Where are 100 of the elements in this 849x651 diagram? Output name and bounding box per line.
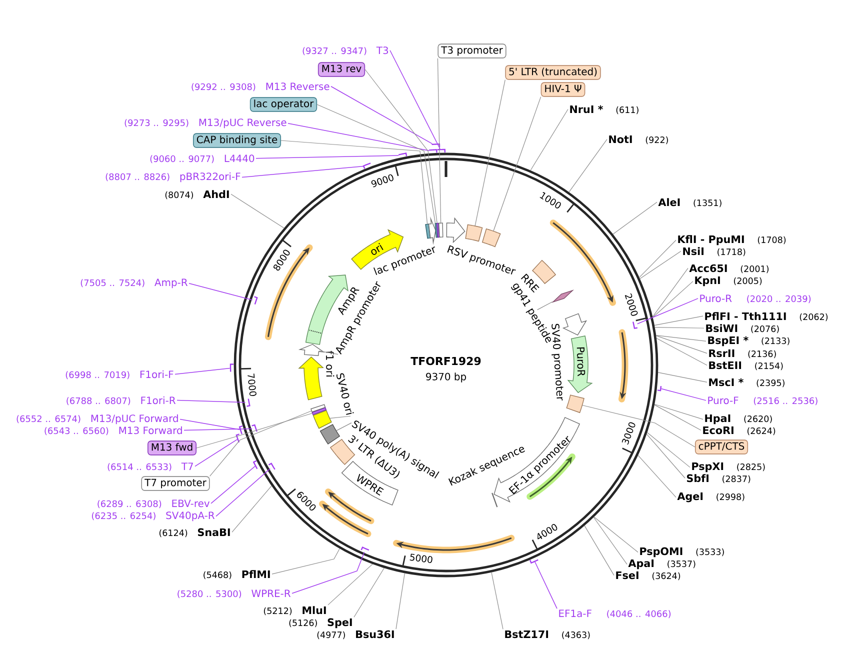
primer-mark bbox=[632, 322, 638, 330]
feature-tag: T7 promoter bbox=[141, 476, 210, 491]
enzyme-name: EcoRI bbox=[703, 426, 734, 434]
enzyme-name: BsiWI bbox=[706, 324, 738, 332]
primer-mark bbox=[362, 162, 371, 169]
primer-position: (6514 .. 6533) bbox=[108, 463, 172, 472]
enzyme-name: BstZ17I bbox=[505, 630, 548, 638]
primer-mark bbox=[657, 386, 662, 392]
primer-mark bbox=[432, 143, 440, 148]
enzyme-name: SbfI bbox=[686, 474, 708, 482]
cut-position: (2062) bbox=[800, 313, 828, 322]
leader-line bbox=[582, 404, 696, 448]
primer-name: pBR322ori-F bbox=[180, 172, 240, 182]
leader-line bbox=[196, 412, 313, 448]
cut-position: (2825) bbox=[737, 463, 765, 472]
primer-name: Puro-R bbox=[700, 294, 732, 302]
leader-line bbox=[210, 466, 256, 504]
leader-line bbox=[230, 194, 284, 228]
scale-number: 9000 bbox=[371, 174, 394, 188]
feature-tag: CAP binding site bbox=[193, 133, 282, 148]
leader-line bbox=[174, 368, 230, 375]
primer-position: (6543 .. 6560) bbox=[44, 427, 108, 436]
cut-position: (2624) bbox=[747, 427, 776, 436]
primer-name: Puro-F bbox=[708, 396, 738, 404]
leader-line bbox=[612, 202, 658, 234]
feature-label: SV40 ori bbox=[336, 373, 354, 415]
leader-line bbox=[493, 96, 542, 232]
feature-block: PuroR bbox=[567, 336, 593, 394]
enzyme-name: MscI * bbox=[709, 378, 744, 386]
leader-line bbox=[638, 240, 676, 278]
leader-line bbox=[390, 50, 440, 150]
enzyme-name: MluI bbox=[302, 606, 326, 614]
feature-label: f1 ori bbox=[326, 350, 334, 376]
primer-mark bbox=[236, 434, 240, 443]
cut-position: (2076) bbox=[751, 325, 779, 334]
cut-position: (2998) bbox=[716, 493, 744, 502]
feature-box bbox=[465, 224, 483, 242]
enzyme-name: BstEII bbox=[709, 361, 742, 370]
leader-line bbox=[491, 572, 504, 630]
primer-position: (6235 .. 6254) bbox=[92, 512, 156, 520]
enzyme-name: PflMI bbox=[242, 570, 270, 578]
primer-position: (9292 .. 9308) bbox=[192, 83, 256, 92]
feature-box bbox=[566, 394, 584, 414]
enzyme-name: NotI bbox=[609, 135, 632, 144]
enzyme-name: Acc65I bbox=[689, 264, 727, 272]
leader-line bbox=[292, 552, 365, 594]
primer-name: WPRE-R bbox=[252, 590, 291, 597]
cut-position: (2154) bbox=[755, 362, 783, 370]
feature-box bbox=[312, 410, 332, 429]
enzyme-name: FseI bbox=[616, 571, 638, 580]
primer-mark bbox=[252, 424, 258, 432]
leader-line bbox=[437, 58, 442, 224]
enzyme-name: SpeI bbox=[328, 618, 352, 628]
leader-line bbox=[194, 439, 238, 467]
cut-position: (8074) bbox=[165, 191, 194, 200]
leader-line bbox=[354, 568, 384, 618]
feature-tag: cPPT/CTS bbox=[694, 440, 748, 454]
leader-line bbox=[654, 404, 702, 431]
cut-position: (922) bbox=[646, 136, 668, 144]
enzyme-name: AleI bbox=[658, 198, 680, 206]
primer-name: M13/pUC Reverse bbox=[199, 118, 286, 128]
cut-position: (4363) bbox=[562, 631, 590, 640]
enzyme-name: BspEI * bbox=[708, 336, 748, 346]
cut-position: (5468) bbox=[204, 571, 232, 580]
feature-block bbox=[298, 344, 325, 356]
enzyme-name: AgeI bbox=[677, 492, 703, 502]
enzyme-name: AhdI bbox=[203, 190, 229, 198]
primer-name: M13 Forward bbox=[119, 426, 182, 434]
leader-line bbox=[272, 548, 340, 574]
leader-line bbox=[330, 86, 432, 144]
leader-line bbox=[328, 564, 373, 606]
leader-line bbox=[336, 422, 352, 431]
cut-position: (3533) bbox=[696, 548, 724, 556]
leader-line bbox=[640, 250, 682, 279]
plasmid-size: 9370 bp bbox=[426, 372, 466, 382]
cut-position: (2133) bbox=[762, 337, 790, 346]
leader-line bbox=[316, 104, 436, 224]
feature-tag: 5' LTR (truncated) bbox=[505, 65, 601, 80]
feature-tag: M13 rev bbox=[318, 62, 366, 77]
primer-name: EBV-rev bbox=[172, 500, 210, 508]
leader-line bbox=[288, 122, 430, 151]
cut-position: (2837) bbox=[722, 475, 750, 484]
leader-line bbox=[646, 434, 686, 478]
enzyme-name: ApaI bbox=[628, 559, 654, 570]
scale-number: 4000 bbox=[538, 524, 558, 540]
cut-position: (2005) bbox=[734, 277, 762, 286]
primer-position: (7505 .. 7524) bbox=[80, 279, 144, 288]
leader-line bbox=[661, 388, 706, 401]
enzyme-name: NsiI bbox=[683, 247, 704, 256]
primer-mark bbox=[437, 148, 446, 152]
primer-name: SV40pA-R bbox=[166, 512, 215, 522]
leader-line bbox=[396, 572, 406, 630]
leader-line bbox=[242, 166, 364, 178]
cut-position: (3624) bbox=[652, 572, 680, 580]
primer-name: EF1a-F bbox=[559, 610, 592, 618]
leader-line bbox=[636, 298, 698, 324]
leader-line bbox=[364, 69, 438, 224]
primer-mark bbox=[398, 152, 408, 156]
cut-position: (1351) bbox=[694, 199, 722, 208]
leader-line bbox=[593, 517, 628, 565]
